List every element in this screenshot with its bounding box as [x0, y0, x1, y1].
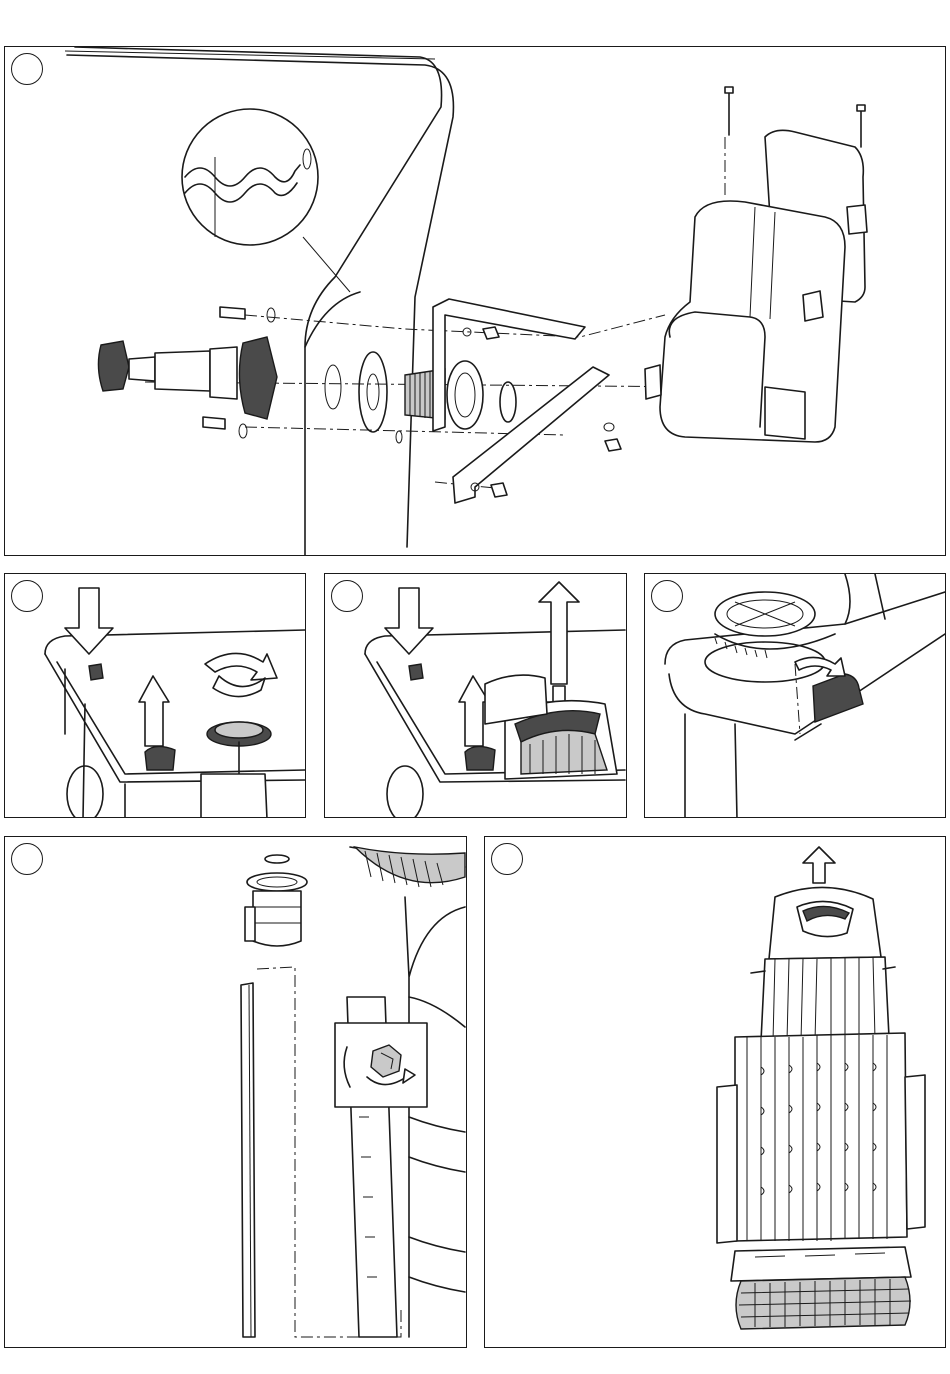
screw-icon: [220, 307, 245, 319]
step-panel-4: [644, 573, 946, 818]
step-panel-1: [4, 46, 946, 556]
step-panel-2: [4, 573, 306, 818]
detail-magnifier-circle: [182, 109, 318, 245]
sensor-cap: [265, 855, 289, 863]
tank-filter-removal-illustration: [325, 574, 627, 818]
rotate-arrow-icon: [205, 653, 277, 680]
tank-detail-screw-illustration: [5, 574, 306, 818]
flange-icon: [239, 337, 277, 419]
outlet-port: [847, 205, 867, 234]
tank-fitting-assembly-illustration: [5, 47, 946, 556]
up-arrow-icon: [803, 847, 835, 883]
union-nut-icon: [98, 341, 129, 391]
washer: [359, 352, 387, 432]
step-panel-3: [324, 573, 627, 818]
hose-tail: [129, 357, 155, 381]
down-arrow-icon: [65, 588, 113, 654]
up-arrow-large-icon: [539, 582, 579, 684]
rotate-arrow-icon: [795, 657, 845, 676]
up-arrow-icon: [139, 676, 169, 746]
screw-icon: [89, 664, 103, 680]
step-panel-6: [484, 836, 946, 1348]
sensor-rod: [241, 983, 255, 1337]
sensor-float: [253, 891, 301, 946]
tank-lid-clip-illustration: [645, 574, 946, 818]
down-arrow-icon: [385, 588, 433, 654]
strainer-frame: [731, 1247, 911, 1281]
gasket: [325, 365, 341, 409]
filter-cartridge-removal-illustration: [485, 837, 946, 1348]
step-panel-5: [4, 836, 467, 1348]
latch-clip: [813, 674, 863, 722]
sensor-bar-assembly-illustration: [5, 837, 467, 1348]
nut-icon: [483, 327, 499, 339]
